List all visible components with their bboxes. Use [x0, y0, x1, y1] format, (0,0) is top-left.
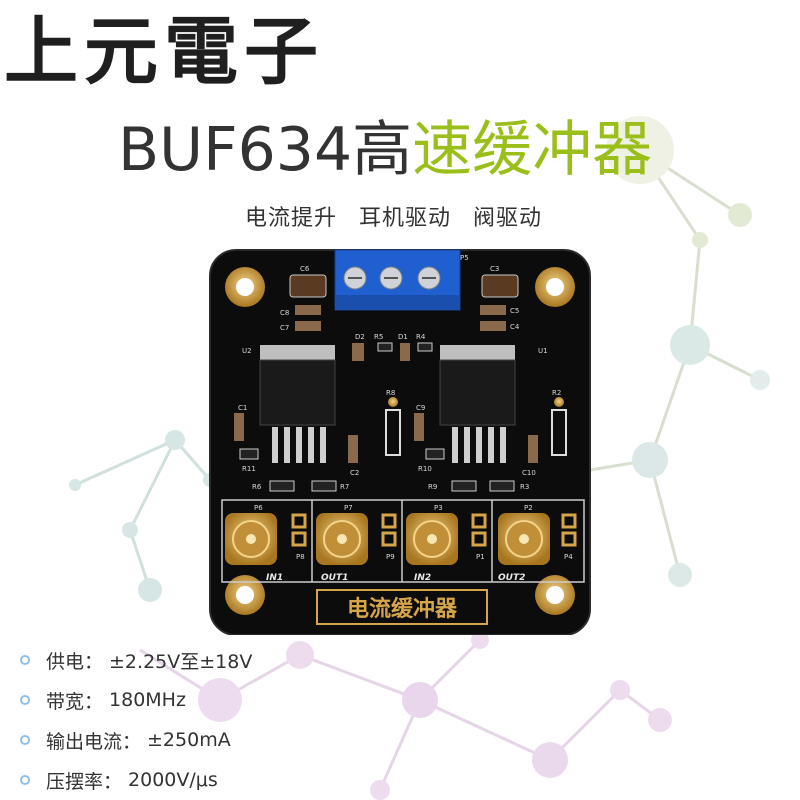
- silk-p2: P2: [524, 504, 533, 512]
- silk-p7: P7: [344, 504, 353, 512]
- silk-c6: C6: [300, 265, 310, 273]
- spec-value: 180MHz: [109, 689, 186, 711]
- spec-value: ±2.25V至±18V: [109, 650, 253, 673]
- silk-r8: R8: [386, 389, 395, 397]
- feature-3: 阀驱动: [473, 206, 543, 231]
- silk-p9: P9: [386, 553, 395, 561]
- silk-r4: R4: [416, 333, 426, 341]
- spec-item-supply: 供电： ±2.25V至±18V: [20, 640, 380, 680]
- feature-list: 电流提升 耳机驱动 阀驱动: [245, 200, 556, 232]
- silk-r6: R6: [252, 483, 262, 491]
- silk-d1: D1: [398, 333, 408, 341]
- bullet-icon: [20, 695, 30, 705]
- feature-1: 电流提升: [245, 206, 338, 231]
- port-label-out2: OUT2: [498, 573, 525, 583]
- spec-label: 压摆率：: [46, 770, 123, 793]
- spec-value: ±250mA: [147, 729, 231, 751]
- silk-d2: D2: [355, 333, 365, 341]
- silk-r9: R9: [428, 483, 437, 491]
- silk-c9: C9: [416, 404, 425, 412]
- silk-u2: U2: [242, 347, 252, 355]
- silk-r10: R10: [418, 465, 432, 473]
- silk-p4: P4: [564, 553, 573, 561]
- board-label: 电流缓冲器: [347, 596, 458, 622]
- port-label-in1: IN1: [266, 573, 283, 583]
- spec-label: 供电：: [46, 650, 104, 673]
- silk-c7: C7: [280, 324, 289, 332]
- bullet-icon: [20, 775, 30, 785]
- bullet-icon: [20, 735, 30, 745]
- silk-c5: C5: [510, 307, 519, 315]
- mounting-holes: [225, 267, 575, 615]
- silk-p6: P6: [254, 504, 263, 512]
- spec-item-slew-rate: 压摆率： 2000V/μs: [20, 760, 380, 800]
- silk-c10: C10: [522, 469, 536, 477]
- silk-r7: R7: [340, 483, 349, 491]
- port-label-out1: OUT1: [321, 573, 348, 583]
- port-label-in2: IN2: [414, 573, 431, 583]
- silk-p3: P3: [434, 504, 443, 512]
- feature-2: 耳机驱动: [359, 206, 452, 231]
- silk-c3: C3: [490, 265, 499, 273]
- silk-r3: R3: [520, 483, 529, 491]
- title-part-2: 速缓冲器: [412, 115, 653, 185]
- silk-p8: P8: [296, 553, 305, 561]
- page-title: BUF634高速缓冲器: [118, 110, 652, 190]
- silk-c1: C1: [238, 404, 247, 412]
- ic-u2: [259, 345, 336, 463]
- spec-item-bandwidth: 带宽： 180MHz: [20, 680, 380, 720]
- terminal-block: [334, 249, 461, 311]
- spec-label: 输出电流：: [46, 730, 142, 753]
- spec-list: 供电： ±2.25V至±18V 带宽： 180MHz 输出电流： ±250mA …: [20, 640, 380, 800]
- silk-r2: R2: [552, 389, 561, 397]
- spec-value: 2000V/μs: [128, 769, 218, 791]
- silk-c8: C8: [280, 309, 289, 317]
- pcb-board: IN1 OUT1 IN2 OUT2 电流缓冲器 P5 U2 U1 C6 C3 C…: [209, 249, 591, 635]
- silk-r5: R5: [374, 333, 383, 341]
- title-part-1: BUF634高: [118, 115, 413, 185]
- ic-u1: [439, 345, 516, 463]
- spec-label: 带宽：: [46, 690, 104, 713]
- silk-c4: C4: [510, 323, 520, 331]
- silk-p1: P1: [476, 553, 485, 561]
- sma-connectors: [225, 513, 550, 565]
- brand-logo: 上元電子: [4, 9, 324, 95]
- silk-p5: P5: [460, 254, 469, 262]
- silk-r11: R11: [242, 465, 256, 473]
- bullet-icon: [20, 655, 30, 665]
- spec-item-output-current: 输出电流： ±250mA: [20, 720, 380, 760]
- silk-c2: C2: [350, 469, 359, 477]
- silk-u1: U1: [538, 347, 548, 355]
